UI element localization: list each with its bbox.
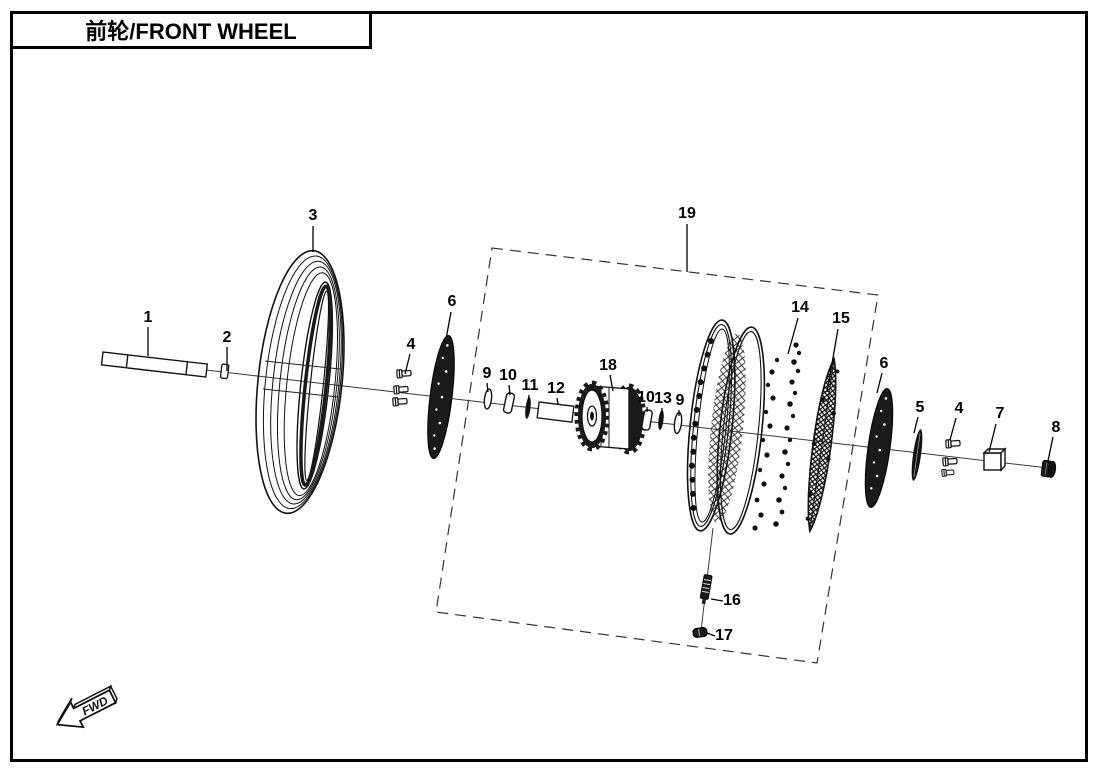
callout-part-4-left: 4 <box>406 336 416 353</box>
part-shim <box>525 397 531 419</box>
fwd-direction-arrow: FWD <box>55 684 118 729</box>
callout-part-10-right: 10 <box>637 389 655 406</box>
callout-part-13: 13 <box>654 390 672 407</box>
part-disc-spacer <box>911 429 923 481</box>
callout-part-12: 12 <box>547 380 565 397</box>
callout-part-4-right: 4 <box>954 400 964 417</box>
callout-part-14: 14 <box>791 299 809 316</box>
part-shim-13 <box>658 410 664 430</box>
callout-leader-lines <box>147 224 1054 637</box>
callout-part-10-left: 10 <box>499 367 517 384</box>
callout-part-2: 2 <box>222 329 232 346</box>
callout-part-11: 11 <box>521 377 539 394</box>
tire-seam-line-2 <box>262 388 339 398</box>
part-bushing-left <box>502 392 516 414</box>
callout-part-6-left: 6 <box>447 293 457 310</box>
callout-part-15: 15 <box>832 310 850 327</box>
part-bolts-left <box>392 368 412 407</box>
part-brake-disc-right <box>864 388 894 508</box>
title-box: 前轮/FRONT WHEEL <box>10 11 372 49</box>
callout-part-9-right: 9 <box>675 392 685 409</box>
rim-spoke-holes <box>688 337 715 512</box>
callout-part-7: 7 <box>995 405 1005 422</box>
assembly-group-box <box>435 247 879 664</box>
part-bushing-right <box>641 409 653 431</box>
callout-part-8: 8 <box>1051 419 1061 436</box>
callout-part-19: 19 <box>678 205 696 222</box>
part-slider-block <box>982 447 1007 472</box>
part-rim <box>686 319 766 535</box>
part-tire <box>255 249 345 515</box>
part-washer-right <box>673 411 683 435</box>
callout-part-6-right: 6 <box>879 355 889 372</box>
part-valve-stem <box>699 574 713 605</box>
part-valve-cap <box>692 627 708 638</box>
part-axle-nut <box>1040 459 1057 478</box>
tire-seam-line <box>264 360 341 370</box>
callout-part-3: 3 <box>308 207 318 224</box>
callout-part-16: 16 <box>723 592 741 609</box>
callout-part-17: 17 <box>715 627 733 644</box>
callout-part-18: 18 <box>599 357 617 374</box>
part-hub <box>574 380 647 455</box>
part-spacer-tube <box>536 401 575 423</box>
callout-part-5: 5 <box>915 399 925 416</box>
callout-part-1: 1 <box>143 309 153 326</box>
part-washer-left <box>483 388 493 410</box>
part-axle <box>100 351 209 378</box>
part-spoke-set <box>805 356 840 534</box>
callout-part-9-left: 9 <box>482 365 492 382</box>
part-spacer-small <box>219 363 230 380</box>
part-brake-disc-left <box>427 334 455 460</box>
part-spoke-nipples <box>752 342 802 531</box>
page-title: 前轮/FRONT WHEEL <box>85 19 297 44</box>
